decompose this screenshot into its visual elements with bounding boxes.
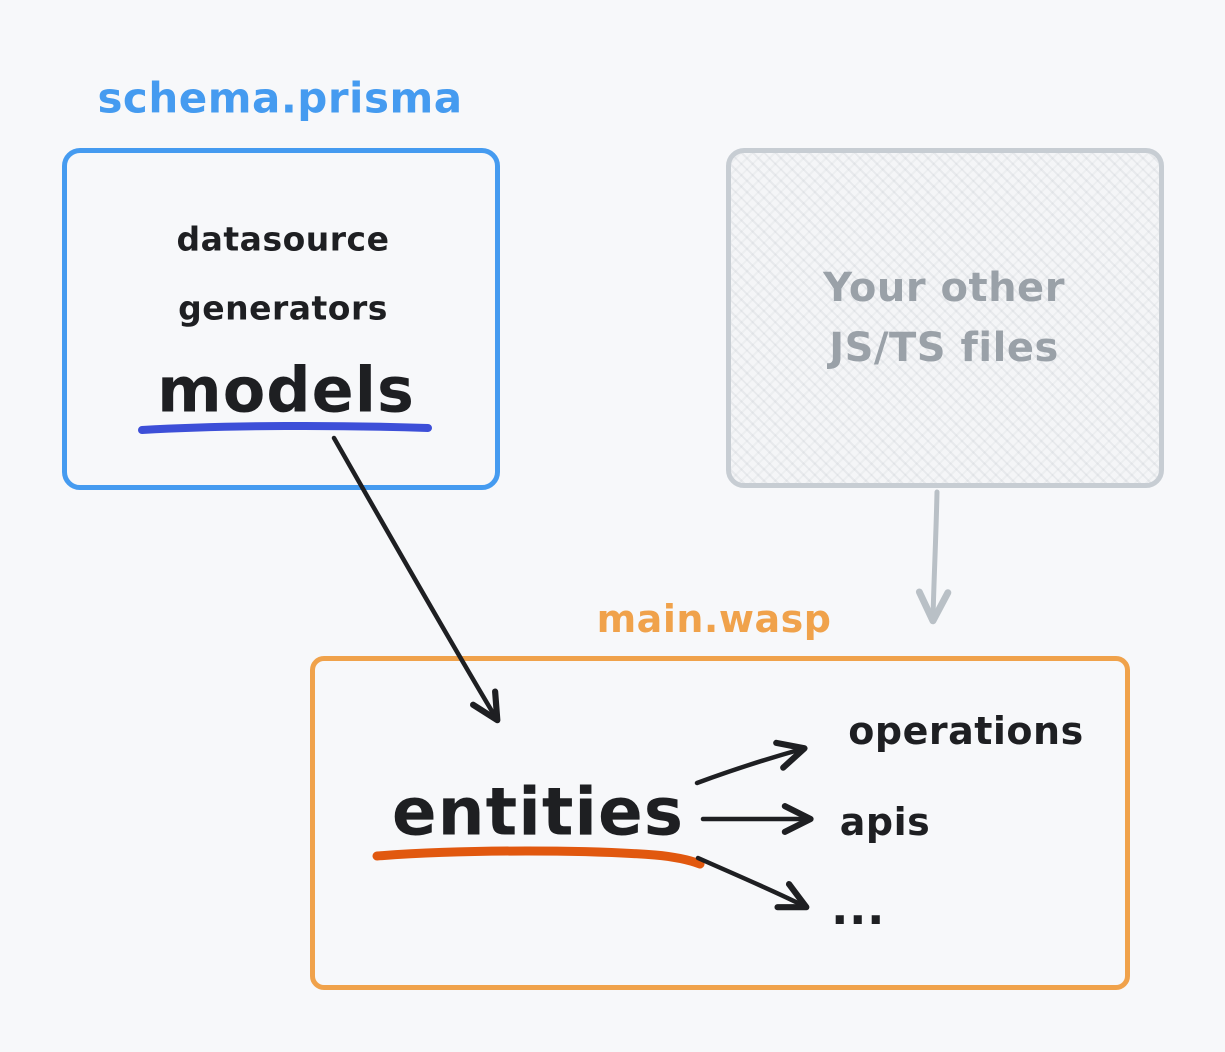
models-text: models (157, 353, 415, 427)
ellipsis-text: ... (831, 881, 885, 935)
other-files-to-wasp-arrow (915, 489, 952, 625)
datasource-text: datasource (176, 219, 390, 259)
other-files-line1: Your other (823, 265, 1065, 311)
generators-text: generators (178, 288, 388, 328)
other-js-ts-files-box (726, 148, 1164, 488)
other-files-line2: JS/TS files (829, 325, 1059, 371)
apis-text: apis (839, 800, 931, 844)
operations-text: operations (848, 709, 1084, 753)
entities-text: entities (391, 773, 685, 851)
main-wasp-title: main.wasp (596, 597, 832, 641)
schema-prisma-title: schema.prisma (97, 73, 463, 123)
